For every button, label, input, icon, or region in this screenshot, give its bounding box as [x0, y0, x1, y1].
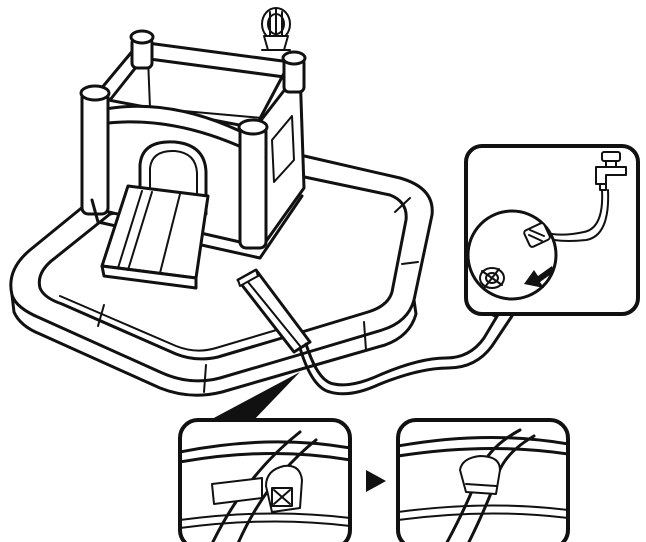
callout-pointer-bottom: [210, 372, 300, 424]
step-arrow-icon: [366, 470, 386, 492]
hose-strap-open-callout: [180, 420, 350, 542]
faucet-connection-callout: [466, 146, 638, 314]
sprinkler-icon: [262, 8, 290, 50]
hose-strap-closed-callout: [398, 420, 568, 542]
